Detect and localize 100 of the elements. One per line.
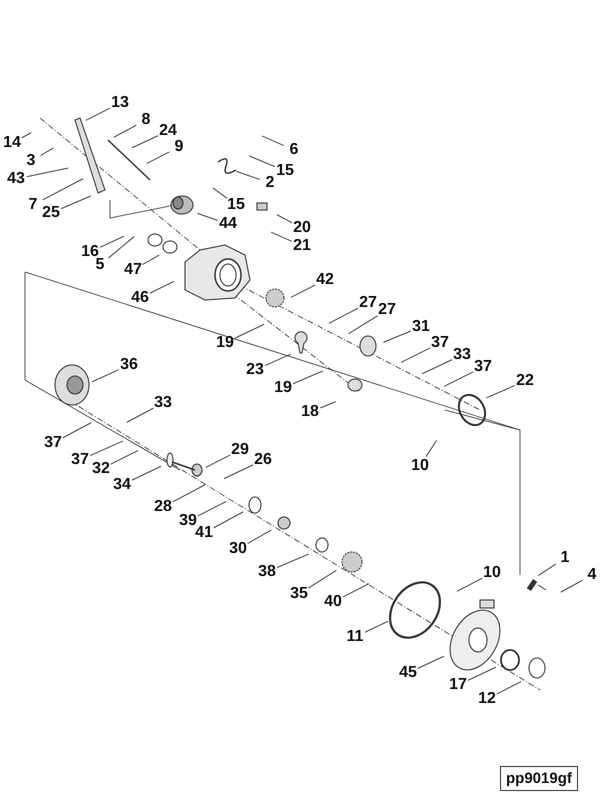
callout-number: 6 <box>290 142 298 158</box>
callout-number: 20 <box>293 220 311 236</box>
leader-line <box>422 359 452 374</box>
leader-line <box>400 347 431 363</box>
callout-number: 29 <box>231 442 249 458</box>
callout-number: 14 <box>3 135 21 151</box>
leader-line <box>276 554 310 568</box>
leader-line <box>270 232 292 242</box>
leader-line <box>40 148 54 156</box>
callout-number: 33 <box>154 395 172 411</box>
callout-number: 18 <box>301 404 319 420</box>
callout-number: 4 <box>588 567 596 583</box>
callout-number: 44 <box>219 216 237 232</box>
leader-line <box>262 136 284 146</box>
leader-line <box>264 354 292 366</box>
callout-number: 26 <box>254 452 272 468</box>
callout-number: 37 <box>71 452 89 468</box>
callout-number: 43 <box>7 171 25 187</box>
leader-line <box>113 124 137 138</box>
callout-number: 33 <box>453 347 471 363</box>
callout-number: 46 <box>131 290 149 306</box>
leader-line <box>443 371 474 387</box>
leader-line <box>197 501 227 516</box>
leader-line <box>292 370 324 384</box>
callout-number: 10 <box>411 458 429 474</box>
leader-line <box>290 284 316 298</box>
callout-number: 41 <box>195 525 213 541</box>
leader-line <box>247 530 272 544</box>
leader-line <box>21 132 32 138</box>
callout-number: 7 <box>28 197 38 213</box>
callout-number: 9 <box>174 139 184 155</box>
callout-number: 17 <box>449 677 467 693</box>
drawing-number: pp9019gf <box>500 766 578 791</box>
callout-number: 38 <box>258 564 276 580</box>
callout-number: 30 <box>229 541 247 557</box>
leader-line <box>234 324 264 339</box>
callout-number: 3 <box>26 153 36 169</box>
callout-number: 23 <box>246 362 264 378</box>
callout-number: 5 <box>96 257 104 273</box>
leader-line <box>90 440 124 456</box>
callout-number: 45 <box>399 665 417 681</box>
leader-line <box>132 135 158 148</box>
leader-line <box>60 195 92 210</box>
callout-number: 19 <box>216 335 234 351</box>
leader-line <box>364 620 388 633</box>
callout-number: 24 <box>159 123 177 139</box>
callout-number: 37 <box>431 335 449 351</box>
leader-line <box>468 666 496 681</box>
callout-number: 31 <box>412 319 430 335</box>
leader-line <box>108 236 135 258</box>
leader-line <box>382 330 412 343</box>
leader-line <box>248 155 276 168</box>
leader-line <box>142 254 160 265</box>
leader-line <box>62 422 92 438</box>
leader-line <box>26 168 69 178</box>
callout-number: 21 <box>293 238 311 254</box>
callout-number: 15 <box>276 163 294 179</box>
leader-line <box>212 188 228 199</box>
callout-number: 13 <box>111 95 129 111</box>
leader-line <box>236 170 260 180</box>
callout-number: 42 <box>316 272 334 288</box>
callout-number: 25 <box>42 205 60 221</box>
callout-number: 36 <box>120 357 138 373</box>
callout-number: 2 <box>266 175 274 191</box>
callout-number: 12 <box>478 691 496 707</box>
callout-number: 39 <box>179 513 197 529</box>
callout-number: 32 <box>92 461 110 477</box>
callout-number: 37 <box>44 435 62 451</box>
callout-number: 15 <box>227 197 245 213</box>
leader-line <box>149 280 174 294</box>
callout-number: 10 <box>483 565 501 581</box>
callout-number: 8 <box>142 112 150 128</box>
callout-number: 37 <box>474 359 492 375</box>
callout-number: 11 <box>346 629 364 645</box>
leader-line <box>213 511 244 528</box>
callout-number: 1 <box>560 550 570 566</box>
leader-line <box>224 464 254 480</box>
callout-number: 27 <box>378 302 396 318</box>
leader-line <box>85 108 111 121</box>
callout-number: 40 <box>324 594 342 610</box>
leader-line <box>42 178 84 200</box>
leader-line <box>126 408 154 423</box>
callout-number: 27 <box>359 295 377 311</box>
leader-line <box>418 656 444 669</box>
callout-number: 47 <box>124 262 142 278</box>
leader-line <box>486 384 516 398</box>
leader-line <box>205 454 231 468</box>
callout-number: 19 <box>274 380 292 396</box>
leader-line <box>131 466 162 481</box>
leader-line <box>92 369 120 382</box>
callout-number: 28 <box>154 499 172 515</box>
leader-line <box>110 450 139 465</box>
callout-number: 22 <box>516 373 534 389</box>
leader-line <box>426 440 438 458</box>
leader-line <box>276 214 293 224</box>
callout-number: 34 <box>113 477 131 493</box>
leader-line <box>100 236 124 248</box>
leader-line <box>146 152 170 164</box>
leader-line <box>308 570 337 589</box>
leader-line <box>172 484 206 502</box>
